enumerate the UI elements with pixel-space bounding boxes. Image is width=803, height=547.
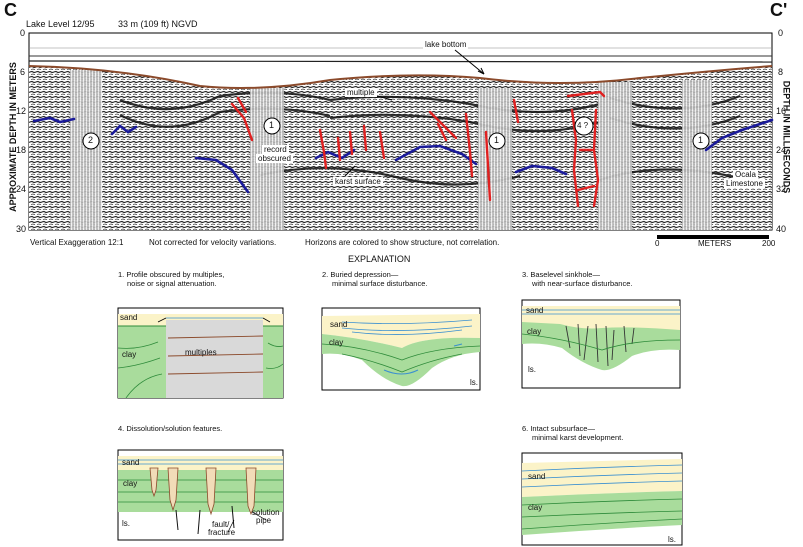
blue-horizon-5 [394,144,478,166]
lake-elevation-label: 33 m (109 ft) NGVD [118,19,198,29]
karst-surface-label: karst surface [333,177,383,186]
red-feature-4 [512,98,520,124]
scale-start: 0 [655,239,660,248]
panel-1-clay: clay [122,350,137,359]
seismic-profile [28,32,774,239]
left-tick-0: 0 [20,28,26,38]
panel-4-pipe-2: pipe [256,516,272,525]
record-obscured-label-2: obscured [256,154,293,163]
karst-arrow [344,165,356,177]
circle-text-1b: 1 [494,135,500,145]
red-feature-2 [318,128,328,170]
blue-horizon-1 [32,116,76,124]
left-tick-24: 24 [16,184,27,194]
circle-marker-4 [574,116,594,136]
lake-level-label: Lake Level 12/95 [26,19,95,29]
panel-4-fault-2: fracture [208,528,236,537]
right-tick-40: 40 [776,224,787,234]
panel-6-title-1: 6. Intact subsurface— [522,424,595,433]
panel-6-title-2: minimal karst development. [532,433,624,442]
panel-4-title-1: 4. Dissolution/solution features. [118,424,223,433]
panel-4-pipe-1: solution [252,508,280,517]
circle-text-1a: 1 [269,120,275,130]
panel-4-ls: ls. [122,519,130,528]
scale-end: 200 [762,239,776,248]
horizons-note: Horizons are colored to show structure, … [305,238,500,247]
red-feature-1 [230,102,254,142]
left-tick-6: 6 [20,67,26,77]
circle-marker-2 [82,132,100,150]
right-tick-0: 0 [778,28,784,38]
panel-1-sand: sand [120,313,138,322]
lake-bottom-horizon [28,65,773,89]
panel-3-ls: ls. [528,365,536,374]
panel-2-diagram [321,307,481,391]
panel-2-title-2: minimal surface disturbance. [332,279,428,288]
lake-bottom-label: lake bottom [423,40,469,49]
right-tick-32: 32 [776,184,787,194]
section-letter-left: C [4,0,17,20]
right-tick-16: 16 [776,106,787,116]
ocala-limestone-label-2: Limestone [724,179,765,188]
panel-2-title-1: 2. Buried depression— [322,270,399,279]
panel-4-fault-1: fault/ [212,520,230,529]
subsurface-reflectors [29,66,772,230]
circle-marker-1a [263,117,281,135]
panel-3-clay: clay [527,327,542,336]
panel-6-clay: clay [528,503,543,512]
panel-4-clay: clay [123,479,138,488]
panel-2-sand: sand [330,320,348,329]
panel-6-diagram [521,452,683,546]
circle-text-2: 2 [88,135,94,145]
panel-3-sand: sand [526,306,544,315]
circle-marker-1b [488,132,506,150]
red-feature-3 [428,110,458,140]
blue-horizon-3 [194,156,250,194]
panel-4-diagram [117,449,284,541]
blue-horizon-7 [704,118,774,152]
blue-horizon-6 [514,164,568,176]
left-tick-18: 18 [16,145,27,155]
record-obscured-label-1: record [262,145,289,154]
blue-horizon-4 [314,148,356,160]
panel-6-sand: sand [528,472,546,481]
velocity-note: Not corrected for velocity variations. [149,238,277,247]
panel-1-title-2: noise or signal attenuation. [127,279,217,288]
circle-text-4: 4 ? [577,121,589,130]
blue-horizon-2 [110,124,138,136]
explanation-heading: EXPLANATION [348,254,411,264]
panel-1-title-1: 1. Profile obscured by multiples, [118,270,225,279]
panel-2-ls: ls. [470,378,478,387]
ocala-limestone-label-1: Ocala [733,170,758,179]
right-tick-8: 8 [778,67,784,77]
vertical-exaggeration-note: Vertical Exaggeration 12:1 [30,238,124,247]
circle-marker-1c [692,132,710,150]
panel-2-clay: clay [329,338,344,347]
panel-3-title-2: with near-surface disturbance. [532,279,633,288]
right-tick-24: 24 [776,145,787,155]
panel-3-title-1: 3. Baselevel sinkhole— [522,270,600,279]
red-feature-5 [566,90,606,98]
panel-1-diagram [117,307,284,399]
panel-4-sand: sand [122,458,140,467]
panel-6-ls: ls. [668,535,676,544]
lake-bottom-arrow [454,49,485,75]
circle-text-1c: 1 [698,135,704,145]
left-tick-12: 12 [16,106,27,116]
scale-bar [657,235,769,239]
section-letter-right: C' [770,0,788,20]
left-tick-30: 30 [16,224,27,234]
multiple-label: multiple [345,88,377,97]
panel-3-diagram [521,299,681,389]
circled-markers [82,116,710,150]
scale-label: METERS [698,239,732,248]
panel-1-multiples: multiples [185,348,217,357]
